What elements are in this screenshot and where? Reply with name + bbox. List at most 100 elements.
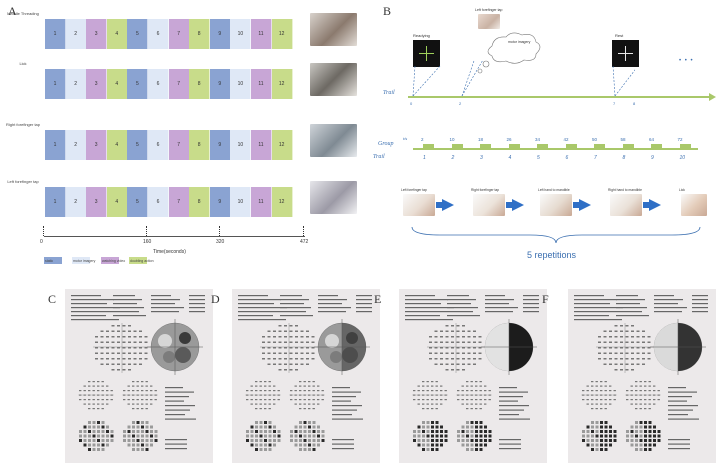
cue-photo	[478, 14, 500, 29]
trail-tick-0: 0	[410, 101, 413, 106]
trail-tick-2: 2	[459, 101, 462, 106]
trail-arrow-head	[709, 93, 716, 101]
sequence-caption: Right hand to mandible	[608, 188, 642, 192]
group-block	[565, 144, 577, 150]
block-5: 5	[127, 69, 149, 99]
block-7: 7	[168, 187, 190, 217]
block-10: 10	[230, 19, 252, 49]
group-time-label: 34	[535, 137, 541, 142]
panel-label: F	[542, 292, 549, 306]
row-label: Lick	[19, 61, 27, 66]
task-photo	[310, 124, 357, 157]
group-time-label: 26	[506, 137, 512, 142]
fixation-screen	[413, 40, 440, 67]
panel-label: D	[211, 292, 220, 306]
sequence-caption: Right forefinger tap	[471, 188, 500, 192]
block-11: 11	[251, 130, 272, 160]
block-9: 9	[209, 130, 231, 160]
visual-field-plot	[238, 295, 372, 451]
block-8: 8	[189, 130, 211, 160]
legend-label: watching video	[102, 258, 126, 263]
trail-axis-label: Trail	[383, 90, 395, 96]
block-1: 1	[45, 69, 66, 99]
group-time-label: 42	[563, 137, 569, 142]
block-3: 3	[86, 69, 108, 99]
panel-label: E	[374, 292, 382, 306]
cue-label: Left forefinger tap	[475, 8, 503, 12]
block-1: 1	[45, 130, 66, 160]
block-12: 12	[271, 19, 293, 49]
block-12: 12	[271, 187, 293, 217]
block-8: 8	[189, 187, 211, 217]
block-4: 4	[106, 19, 128, 49]
block-7: 7	[168, 69, 190, 99]
sequence-photo	[610, 194, 642, 216]
block-6: 6	[148, 130, 169, 160]
group-block	[451, 144, 463, 150]
trail-tick-8: 8	[633, 101, 636, 106]
visual-field-report	[399, 289, 547, 463]
block-6: 6	[148, 19, 169, 49]
block-7: 7	[168, 130, 190, 160]
trail-number: 7	[594, 155, 597, 161]
task-photo	[310, 63, 357, 96]
trail-number: 1	[423, 155, 426, 161]
sequence-photo	[403, 194, 435, 216]
rest-cross-horizontal	[618, 53, 633, 54]
trail-number: 6	[565, 155, 569, 161]
block-9: 9	[209, 19, 231, 49]
group-block	[679, 144, 691, 150]
trail-number: 5	[537, 155, 540, 161]
ts-label: t/s	[403, 136, 408, 141]
group-block	[594, 144, 605, 150]
legend-swatch	[129, 257, 147, 264]
block-8: 8	[189, 69, 211, 99]
group-block	[508, 144, 520, 150]
repetition-bracket	[411, 226, 701, 244]
readying-label: Readying	[413, 33, 430, 38]
group-time-label: 2	[421, 137, 424, 142]
legend-label: motor imagery	[73, 258, 96, 263]
visual-field-report	[232, 289, 380, 463]
sequence-caption: Left hand to mandible	[538, 188, 570, 192]
block-12: 12	[271, 130, 293, 160]
group-block	[651, 144, 662, 150]
block-11: 11	[251, 187, 272, 217]
block-5: 5	[127, 187, 149, 217]
legend-label: static	[45, 258, 54, 263]
group-time-label: 18	[478, 137, 484, 142]
sequence-photo	[540, 194, 572, 216]
trail-number: 2	[451, 155, 455, 161]
block-4: 4	[106, 187, 128, 217]
group-time-label: 10	[449, 137, 455, 142]
arrow-right-icon	[512, 199, 524, 211]
block-10: 10	[230, 69, 252, 99]
legend-swatch	[72, 257, 90, 264]
arrow-right-icon	[579, 199, 591, 211]
group-block	[423, 144, 434, 150]
block-12: 12	[271, 69, 293, 99]
group-axis-label: Group	[378, 141, 394, 147]
ellipsis: • • •	[679, 58, 694, 64]
block-1: 1	[45, 19, 66, 49]
panel-a-label: A	[8, 4, 17, 18]
time-tick-label: 160	[143, 239, 152, 245]
block-3: 3	[86, 19, 108, 49]
group-time-label: 50	[592, 137, 598, 142]
row-label: Right forefinger tap	[5, 122, 41, 127]
visual-field-report	[65, 289, 213, 463]
block-1: 1	[45, 187, 66, 217]
time-tick-mark	[303, 226, 305, 236]
legend-label: doubling action	[130, 258, 154, 263]
block-8: 8	[189, 19, 211, 49]
task-photo	[310, 181, 357, 214]
sequence-photo	[473, 194, 505, 216]
time-tick-mark	[146, 226, 148, 236]
legend-swatch	[44, 257, 62, 264]
block-6: 6	[148, 69, 169, 99]
fixation-cross-horizontal	[419, 53, 434, 54]
task-photo	[310, 13, 357, 46]
group-block	[537, 144, 548, 150]
time-tick-label: 0	[40, 239, 43, 245]
panel-b-label: B	[383, 4, 392, 18]
